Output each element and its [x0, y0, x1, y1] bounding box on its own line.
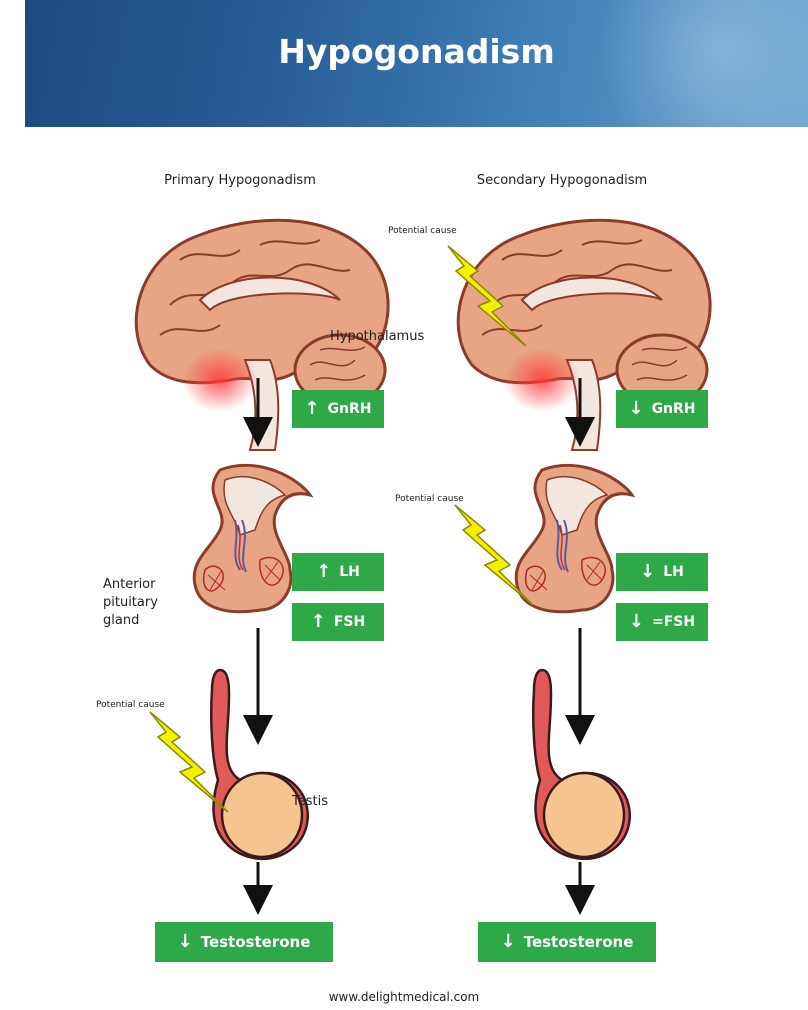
- primary-gnrh-box: ↑ GnRH: [292, 390, 384, 428]
- testis-label: Testis: [292, 793, 328, 811]
- secondary-fsh-box: ↓ =FSH: [616, 603, 708, 641]
- secondary-brain-potential-cause: Potential cause: [388, 226, 457, 236]
- down-arrow-icon: ↓: [178, 933, 193, 951]
- down-arrow-icon: ↓: [628, 400, 643, 418]
- down-arrow-icon: ↓: [629, 613, 644, 631]
- up-arrow-icon: ↑: [316, 563, 331, 581]
- secondary-testosterone-box: ↓ Testosterone: [478, 922, 656, 962]
- hypothalamus-label: Hypothalamus: [330, 328, 424, 346]
- footer-url: www.delightmedical.com: [0, 990, 808, 1004]
- primary-fsh-box: ↑ FSH: [292, 603, 384, 641]
- primary-potential-cause: Potential cause: [96, 700, 165, 710]
- anterior-pituitary-label: Anterior pituitary gland: [103, 576, 158, 630]
- down-arrow-icon: ↓: [640, 563, 655, 581]
- primary-testosterone-box: ↓ Testosterone: [155, 922, 333, 962]
- secondary-gnrh-box: ↓ GnRH: [616, 390, 708, 428]
- up-arrow-icon: ↑: [304, 400, 319, 418]
- secondary-lh-box: ↓ LH: [616, 553, 708, 591]
- down-arrow-icon: ↓: [501, 933, 516, 951]
- up-arrow-icon: ↑: [311, 613, 326, 631]
- secondary-pituitary-potential-cause: Potential cause: [395, 494, 464, 504]
- primary-lh-box: ↑ LH: [292, 553, 384, 591]
- secondary-pituitary-gland: [516, 465, 632, 611]
